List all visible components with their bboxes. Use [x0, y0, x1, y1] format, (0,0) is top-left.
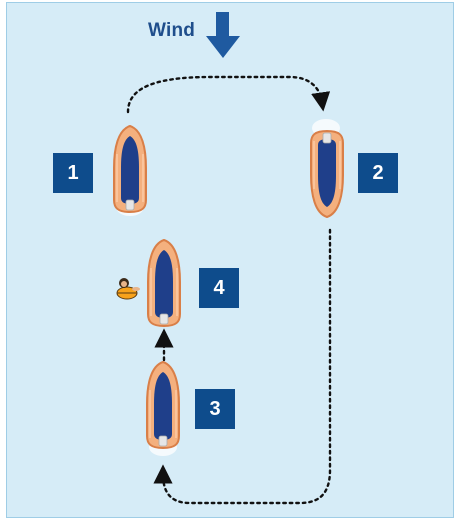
inflatable-boat-icon	[147, 239, 181, 327]
path-1-to-2	[126, 75, 331, 114]
inflatable-boat-icon	[310, 130, 344, 218]
step-badge-4: 4	[199, 268, 239, 308]
boat-3	[146, 361, 180, 449]
path-2-to-3	[153, 228, 332, 505]
boat-1	[113, 125, 147, 213]
step-badge-1: 1	[53, 153, 93, 193]
wind-label: Wind	[148, 20, 196, 41]
wind-arrow-icon	[206, 12, 240, 58]
inflatable-boat-icon	[113, 125, 147, 213]
boat-4	[147, 239, 181, 327]
diagram-panel	[6, 2, 454, 518]
step-badge-2: 2	[358, 153, 398, 193]
person-in-water-icon	[116, 278, 140, 300]
boat-2	[310, 130, 344, 218]
inflatable-boat-icon	[146, 361, 180, 449]
step-badge-3: 3	[195, 389, 235, 429]
